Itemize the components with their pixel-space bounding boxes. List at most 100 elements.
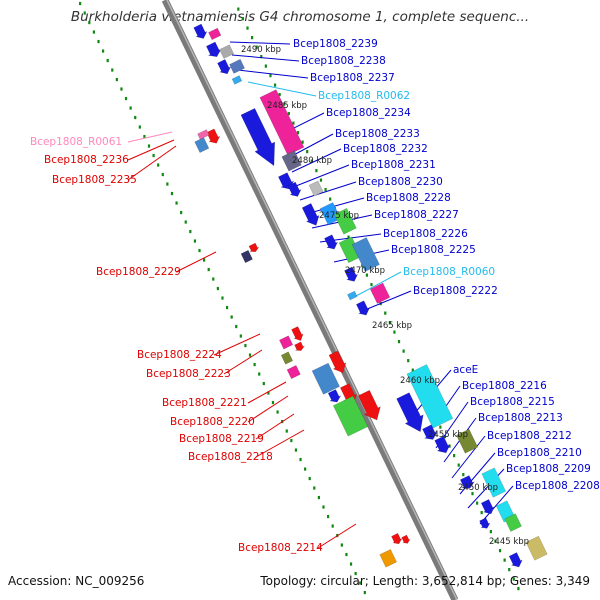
gene-label[interactable]: aceE <box>453 364 478 376</box>
gene-feature[interactable] <box>333 207 357 235</box>
gene-feature[interactable] <box>280 351 294 365</box>
gene-label[interactable]: Bcep1808_2209 <box>506 463 591 475</box>
gene-label[interactable]: Bcep1808_R0060 <box>403 266 495 278</box>
gene-feature[interactable] <box>401 534 411 544</box>
gene-label[interactable]: Bcep1808_2232 <box>343 143 428 155</box>
gene-feature[interactable] <box>287 181 302 197</box>
gene-feature[interactable] <box>311 362 340 395</box>
gene-label[interactable]: Bcep1808_2218 <box>188 451 273 463</box>
leader-line <box>175 251 217 273</box>
tick-label: 2490 kbp <box>241 45 281 55</box>
gene-feature[interactable] <box>332 395 369 437</box>
gene-feature[interactable] <box>347 290 358 301</box>
gene-label[interactable]: Bcep1808_2237 <box>310 72 395 84</box>
gene-label[interactable]: Bcep1808_2208 <box>515 480 600 492</box>
gene-feature[interactable] <box>357 389 381 421</box>
guide-dot <box>189 229 192 234</box>
gene-feature[interactable] <box>327 389 342 403</box>
gene-label[interactable]: Bcep1808_2228 <box>366 192 451 204</box>
gene-label[interactable]: Bcep1808_R0061 <box>30 136 122 148</box>
guide-dot <box>354 571 357 576</box>
leader-line <box>223 349 263 375</box>
gene-feature[interactable] <box>248 242 260 253</box>
gene-feature[interactable] <box>193 23 208 39</box>
gene-feature[interactable] <box>504 513 522 532</box>
gene-label[interactable]: Bcep1808_2214 <box>238 542 323 554</box>
gene-feature[interactable] <box>396 392 424 433</box>
gene-feature[interactable] <box>291 326 304 341</box>
gene-feature[interactable] <box>294 341 306 351</box>
guide-dot <box>203 258 206 262</box>
gene-feature[interactable] <box>208 27 222 41</box>
guide-dot <box>347 235 350 239</box>
gene-feature[interactable] <box>459 475 476 489</box>
gene-label[interactable]: Bcep1808_2225 <box>391 244 476 256</box>
guide-dot <box>143 134 146 139</box>
guide-dot <box>97 39 100 44</box>
gene-label[interactable]: Bcep1808_2235 <box>52 174 137 186</box>
gene-feature[interactable] <box>379 549 397 568</box>
gene-label[interactable]: Bcep1808_2229 <box>96 266 181 278</box>
gene-label[interactable]: Bcep1808_2219 <box>179 433 264 445</box>
gene-label[interactable]: Bcep1808_2223 <box>146 368 231 380</box>
gene-label[interactable]: Bcep1808_2233 <box>335 128 420 140</box>
gene-label[interactable]: Bcep1808_R0062 <box>318 90 410 102</box>
gene-feature[interactable] <box>240 249 253 264</box>
gene-feature[interactable] <box>301 203 320 226</box>
gene-label[interactable]: Bcep1808_2220 <box>170 416 255 428</box>
gene-label[interactable]: Bcep1808_2224 <box>137 349 222 361</box>
leader-line <box>451 435 486 479</box>
gene-label[interactable]: Bcep1808_2239 <box>293 38 378 50</box>
gene-label[interactable]: Bcep1808_2238 <box>301 55 386 67</box>
gene-label[interactable]: Bcep1808_2230 <box>358 176 443 188</box>
gene-feature[interactable] <box>344 266 359 282</box>
guide-dot <box>180 210 183 215</box>
gene-feature[interactable] <box>328 350 347 374</box>
gene-feature[interactable] <box>481 467 507 498</box>
gene-label[interactable]: Bcep1808_2212 <box>487 430 572 442</box>
gene-feature[interactable] <box>217 59 232 75</box>
gene-feature[interactable] <box>219 44 235 59</box>
gene-label[interactable]: Bcep1808_2210 <box>497 447 582 459</box>
leader-line <box>359 290 412 313</box>
gene-feature[interactable] <box>206 41 222 58</box>
gene-feature[interactable] <box>456 428 479 454</box>
guide-dot <box>315 169 318 173</box>
gene-feature[interactable] <box>351 237 380 272</box>
gene-feature[interactable] <box>434 435 451 454</box>
gene-label[interactable]: Bcep1808_2215 <box>470 396 555 408</box>
gene-label[interactable]: Bcep1808_2213 <box>478 412 563 424</box>
gene-feature[interactable] <box>479 517 491 529</box>
gene-label[interactable]: Bcep1808_2234 <box>326 107 411 119</box>
gene-feature[interactable] <box>279 335 294 350</box>
gene-label[interactable]: Bcep1808_2236 <box>44 154 129 166</box>
gene-feature[interactable] <box>480 499 495 515</box>
gene-feature[interactable] <box>355 300 370 316</box>
gene-feature[interactable] <box>391 532 403 545</box>
gene-feature[interactable] <box>240 107 275 167</box>
tick-label: 2445 kbp <box>489 537 529 547</box>
gene-feature[interactable] <box>406 364 454 429</box>
gene-label[interactable]: Bcep1808_2231 <box>351 159 436 171</box>
gene-label[interactable]: Bcep1808_2221 <box>162 397 247 409</box>
gene-feature[interactable] <box>229 58 245 74</box>
gene-feature[interactable] <box>197 129 210 140</box>
gene-feature[interactable] <box>231 75 243 85</box>
gene-label[interactable]: Bcep1808_2227 <box>374 209 459 221</box>
gene-feature[interactable] <box>281 150 302 172</box>
gene-label[interactable]: Bcep1808_2216 <box>462 380 547 392</box>
gene-feature[interactable] <box>194 137 210 153</box>
gene-feature[interactable] <box>369 282 391 304</box>
gene-feature[interactable] <box>508 552 523 568</box>
gene-feature[interactable] <box>324 234 339 250</box>
gene-feature[interactable] <box>308 180 324 197</box>
gene-feature[interactable] <box>206 128 221 144</box>
gene-label[interactable]: Bcep1808_2226 <box>383 228 468 240</box>
gene-label[interactable]: Bcep1808_2222 <box>413 285 498 297</box>
gene-feature[interactable] <box>286 365 301 380</box>
guide-dot <box>92 30 96 34</box>
leader-line <box>255 413 295 440</box>
guide-dot <box>244 343 247 348</box>
gene-feature[interactable] <box>525 535 548 561</box>
gene-feature[interactable] <box>422 424 438 440</box>
